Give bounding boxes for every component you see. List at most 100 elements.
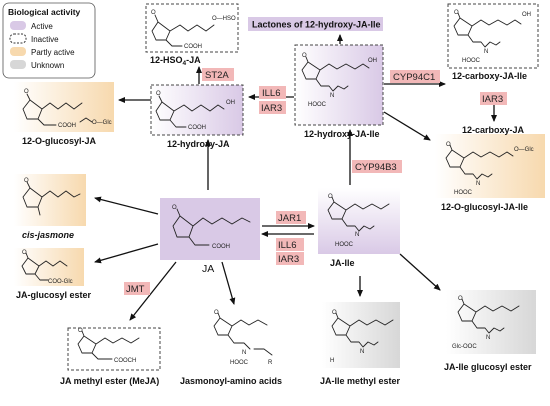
svg-text:COO-Glc: COO-Glc bbox=[48, 279, 73, 285]
svg-text:O: O bbox=[151, 10, 156, 16]
structure-12-carboxy-ja-ile: O OH N HOOC bbox=[453, 10, 531, 64]
arrow-ja-to-amino-acids bbox=[221, 261, 236, 305]
box-lactones bbox=[248, 17, 383, 31]
svg-text:CYP94B3: CYP94B3 bbox=[355, 162, 397, 173]
label-12-carboxy-ja-ile: 12-carboxy-JA-Ile bbox=[452, 71, 527, 81]
label-ja-ile: JA-Ile bbox=[330, 258, 355, 268]
svg-text:O: O bbox=[156, 91, 161, 97]
svg-text:R: R bbox=[268, 360, 273, 366]
structure-ja-glucosyl-ester: O COO-Glc bbox=[21, 250, 73, 285]
svg-text:COOH: COOH bbox=[212, 244, 230, 250]
svg-text:JMT: JMT bbox=[126, 284, 145, 295]
label-ja-ile-methyl-ester: JA-Ile methyl ester bbox=[320, 376, 401, 386]
svg-text:O: O bbox=[332, 310, 337, 316]
svg-text:OH: OH bbox=[522, 12, 531, 18]
svg-text:O: O bbox=[78, 328, 83, 334]
svg-text:O: O bbox=[458, 296, 463, 302]
box-ja-ile-glucosyl-ester bbox=[446, 290, 536, 354]
structure-meja: O COOCH bbox=[77, 328, 140, 364]
svg-text:O: O bbox=[214, 310, 219, 316]
box-12-hydroxy-ja bbox=[150, 84, 244, 136]
svg-text:H: H bbox=[330, 358, 334, 364]
box-ja bbox=[160, 198, 260, 260]
svg-text:HOOC: HOOC bbox=[308, 102, 327, 108]
legend-swatch-inactive bbox=[9, 33, 27, 44]
legend-label-unknown: Unknown bbox=[31, 61, 64, 70]
svg-text:IAR3: IAR3 bbox=[278, 254, 299, 265]
svg-text:IAR3: IAR3 bbox=[482, 94, 503, 105]
svg-text:HOOC: HOOC bbox=[454, 190, 473, 196]
svg-text:N: N bbox=[242, 350, 246, 356]
svg-text:O: O bbox=[328, 194, 333, 200]
enzyme-ill6-mid: ILL6 bbox=[276, 238, 304, 251]
legend-title: Biological activity bbox=[8, 7, 81, 17]
svg-text:O: O bbox=[446, 142, 451, 148]
svg-text:OH: OH bbox=[368, 58, 377, 64]
label-12-hydroxy-ja: 12-hydroxy-JA bbox=[167, 139, 230, 149]
label-ja: JA bbox=[202, 263, 214, 275]
svg-text:IAR3: IAR3 bbox=[261, 103, 282, 114]
svg-text:O—Glc: O—Glc bbox=[92, 120, 112, 126]
structure-12-o-glucosyl-ja: O COOH O—Glc bbox=[22, 89, 112, 129]
label-12-hso4-ja: 12-HSO4-JA bbox=[150, 55, 201, 67]
svg-text:N: N bbox=[360, 349, 364, 355]
box-12-hydroxy-ja-ile bbox=[294, 44, 384, 126]
svg-text:COOH: COOH bbox=[188, 125, 206, 131]
svg-text:HOOC: HOOC bbox=[230, 360, 249, 366]
arrow-ja-to-glucosyl-ester bbox=[94, 243, 159, 264]
svg-text:O: O bbox=[302, 53, 307, 59]
legend: Biological activity Active Inactive Part… bbox=[2, 2, 96, 79]
label-12-hydroxy-ja-ile: 12-hydroxy-JA-Ile bbox=[304, 129, 380, 139]
arrow-to-glucosyl-ja-ile bbox=[383, 111, 431, 141]
legend-label-active: Active bbox=[31, 22, 53, 31]
reaction-arrows bbox=[94, 34, 497, 321]
svg-text:HOOC: HOOC bbox=[462, 58, 481, 64]
svg-text:HOOC: HOOC bbox=[335, 242, 354, 248]
structure-jasmonoyl-amino-acids: O N HOOC R bbox=[213, 310, 273, 366]
structure-12-hydroxy-ja: O OH COOH bbox=[155, 91, 235, 131]
label-12-o-glucosyl-ja-ile: 12-O-glucosyl-JA-Ile bbox=[441, 202, 528, 212]
svg-text:COOH: COOH bbox=[58, 123, 76, 129]
svg-text:N: N bbox=[476, 181, 480, 187]
svg-text:N: N bbox=[486, 335, 490, 341]
enzyme-iar3-mid: IAR3 bbox=[276, 252, 304, 265]
label-lactones: Lactones of 12-hydroxy-JA-Ile bbox=[252, 20, 381, 30]
structure-ja-ile-glucosyl-ester: O N Glc-OOC bbox=[452, 296, 520, 350]
enzyme-cyp94b3: CYP94B3 bbox=[352, 160, 402, 173]
box-12-carboxy-ja-ile bbox=[447, 3, 539, 69]
svg-text:O: O bbox=[24, 89, 29, 95]
enzyme-jar1: JAR1 bbox=[276, 211, 306, 224]
structure-12-o-glucosyl-ja-ile: O O—Glc N HOOC bbox=[445, 142, 534, 196]
svg-text:ST2A: ST2A bbox=[205, 70, 229, 81]
arrow-ja-to-cis-jasmone bbox=[94, 196, 159, 215]
enzyme-iar3-top: IAR3 bbox=[259, 101, 286, 114]
structure-12-hso4-ja: O O—HSO COOH bbox=[151, 10, 236, 50]
legend-label-inactive: Inactive bbox=[31, 35, 59, 44]
enzyme-st2a: ST2A bbox=[202, 68, 234, 81]
legend-swatch-partly-active bbox=[10, 47, 26, 56]
svg-text:O: O bbox=[24, 178, 29, 184]
svg-text:COOH: COOH bbox=[184, 44, 202, 50]
label-12-carboxy-ja: 12-carboxy-JA bbox=[462, 125, 525, 135]
legend-swatch-unknown bbox=[10, 60, 26, 69]
label-meja: JA methyl ester (MeJA) bbox=[60, 376, 159, 386]
legend-swatch-active bbox=[10, 21, 26, 30]
svg-text:ILL6: ILL6 bbox=[278, 240, 297, 251]
svg-text:CYP94C1: CYP94C1 bbox=[393, 72, 435, 83]
box-ja-glucosyl-ester bbox=[14, 248, 84, 286]
box-ja-ile-methyl-ester bbox=[322, 302, 400, 368]
label-jasmonoyl-amino-acids: Jasmonoyl-amino acids bbox=[180, 376, 282, 386]
svg-text:N: N bbox=[355, 232, 359, 238]
structure-ja-ile: O N HOOC bbox=[327, 194, 390, 248]
enzyme-ill6-top: ILL6 bbox=[259, 86, 286, 99]
arrow-ja-to-meja bbox=[129, 261, 177, 321]
svg-text:N: N bbox=[484, 49, 488, 55]
svg-text:O: O bbox=[22, 250, 27, 256]
box-12-o-glucosyl-ja bbox=[14, 82, 114, 132]
label-ja-glucosyl-ester: JA-glucosyl ester bbox=[16, 290, 92, 300]
svg-text:O: O bbox=[454, 10, 459, 16]
enzyme-jmt: JMT bbox=[124, 282, 150, 295]
svg-text:O—Glc: O—Glc bbox=[514, 147, 534, 153]
structure-cis-jasmone: O bbox=[22, 178, 81, 216]
enzyme-iar3-right: IAR3 bbox=[480, 92, 507, 105]
